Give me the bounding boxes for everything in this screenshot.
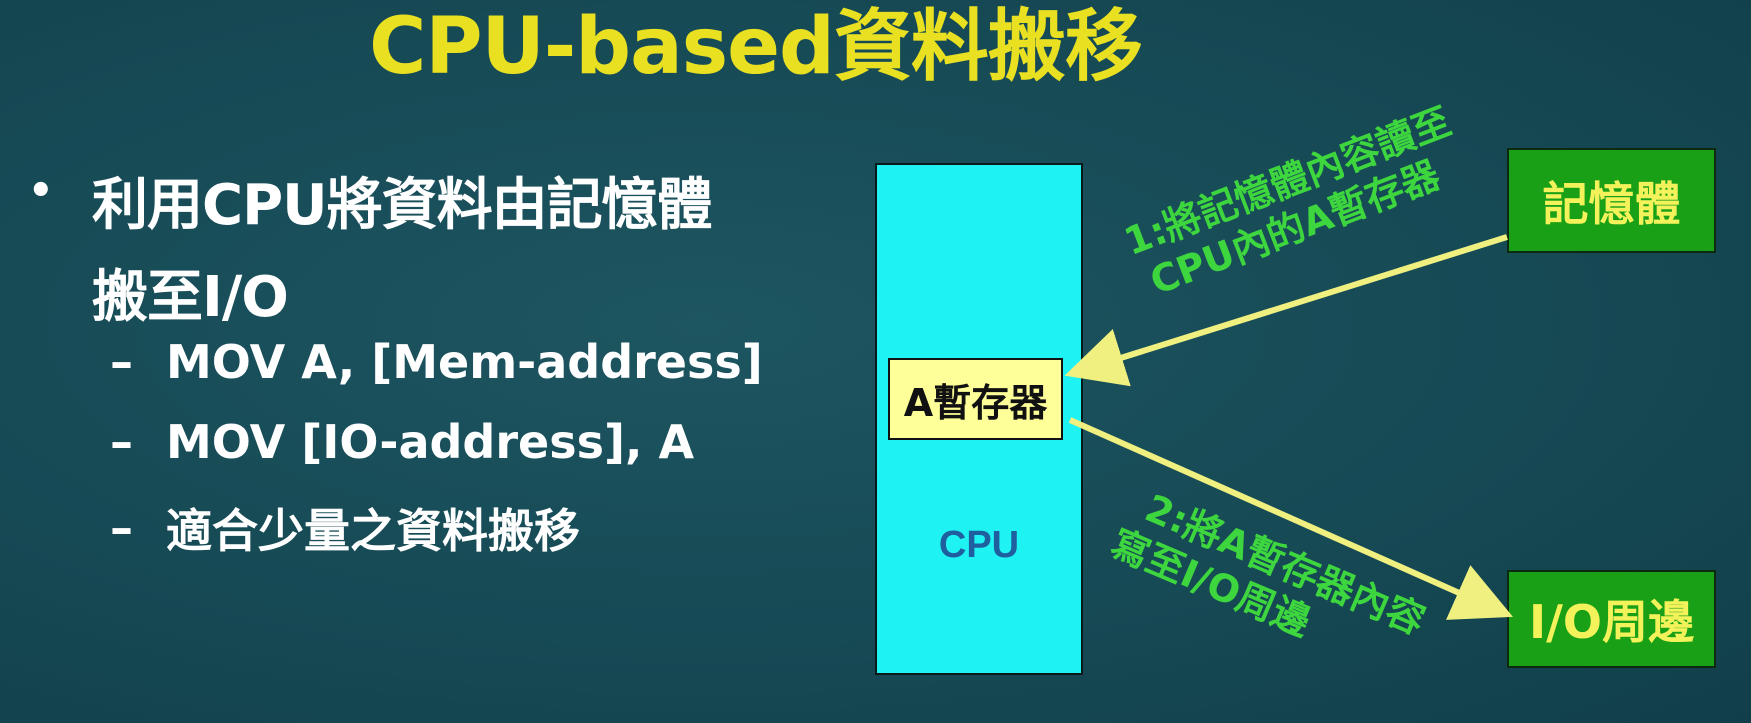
sub-item-mov-a-mem: – MOV A, [Mem-address] xyxy=(110,335,763,389)
cpu-label: CPU xyxy=(938,524,1020,566)
main-bullet-line-2: 搬至I/O xyxy=(92,265,289,330)
main-bullet: 利用CPU將資料由記憶體 搬至I/O xyxy=(92,160,852,344)
sub-item-dash: – xyxy=(110,415,133,469)
sub-item-text: 適合少量之資料搬移 xyxy=(166,504,580,558)
arrow-register-to-io xyxy=(1068,417,1513,620)
register-a-box: A暫存器 xyxy=(888,358,1063,440)
sub-item-dash: – xyxy=(110,501,133,555)
arrow-memory-to-register xyxy=(1064,234,1508,387)
memory-box: 記憶體 xyxy=(1507,148,1716,253)
sub-item-mov-io-a: – MOV [IO-address], A xyxy=(110,415,694,469)
sub-item-text: MOV [IO-address], A xyxy=(166,415,695,469)
slide-title: CPU-based資料搬移 xyxy=(369,2,1143,92)
sub-item-text: MOV A, [Mem-address] xyxy=(166,335,763,389)
sub-item-dash: – xyxy=(110,335,133,389)
sub-item-small-transfer: – 適合少量之資料搬移 xyxy=(110,495,580,561)
io-peripheral-box: I/O周邊 xyxy=(1507,570,1716,668)
main-bullet-line-1: 利用CPU將資料由記憶體 xyxy=(92,173,713,238)
bullet-dot: • xyxy=(28,168,54,214)
